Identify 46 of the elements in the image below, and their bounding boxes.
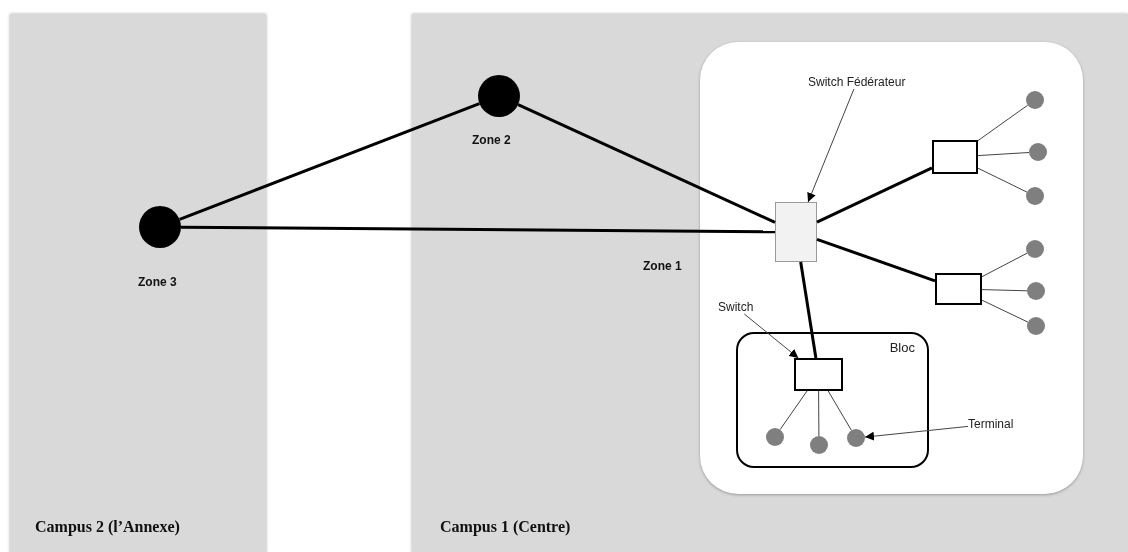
callout-text: Switch — [718, 300, 754, 314]
network-link — [818, 390, 820, 437]
terminal-dot — [1027, 317, 1045, 335]
network-link — [517, 103, 776, 224]
switch-box — [935, 273, 982, 305]
network-link — [977, 152, 1030, 157]
campus-area — [700, 42, 1083, 494]
zone-circle — [139, 206, 181, 248]
network-link — [827, 390, 852, 431]
network-link — [816, 166, 933, 224]
terminal-dot — [766, 428, 784, 446]
zone-circle — [478, 75, 520, 117]
terminal-dot — [1026, 91, 1044, 109]
zone-label: Zone 3 — [138, 275, 177, 289]
terminal-dot — [847, 429, 865, 447]
switch-box — [932, 140, 978, 174]
network-link — [981, 289, 1028, 292]
terminal-dot — [810, 436, 828, 454]
terminal-dot — [1026, 240, 1044, 258]
zone-label: Zone 1 — [643, 259, 682, 273]
core-switch-box — [775, 202, 817, 262]
network-link — [799, 261, 818, 359]
bloc-title: Bloc — [889, 340, 915, 355]
leader-arrow — [743, 313, 799, 359]
network-link — [977, 104, 1029, 142]
callout-text: Terminal — [968, 417, 1014, 431]
campus-title: Campus 1 (Centre) — [440, 518, 571, 536]
network-link — [181, 225, 775, 234]
terminal-dot — [1026, 187, 1044, 205]
bloc-box — [736, 332, 929, 468]
leader-arrow — [864, 425, 969, 441]
terminal-dot — [1027, 282, 1045, 300]
campus-title: Campus 2 (l’Annexe) — [35, 518, 180, 536]
callout-text: Switch Fédérateur — [808, 75, 906, 89]
network-link — [779, 390, 808, 431]
network-link — [179, 102, 480, 221]
campus-panel — [10, 14, 266, 552]
switch-box — [794, 358, 843, 391]
network-link — [981, 252, 1028, 278]
network-link — [816, 238, 936, 283]
network-link — [981, 299, 1029, 323]
campus-panel — [412, 14, 1128, 552]
network-link — [977, 167, 1028, 193]
zone-label: Zone 2 — [472, 133, 511, 147]
terminal-dot — [1029, 143, 1047, 161]
leader-arrow — [807, 88, 855, 203]
